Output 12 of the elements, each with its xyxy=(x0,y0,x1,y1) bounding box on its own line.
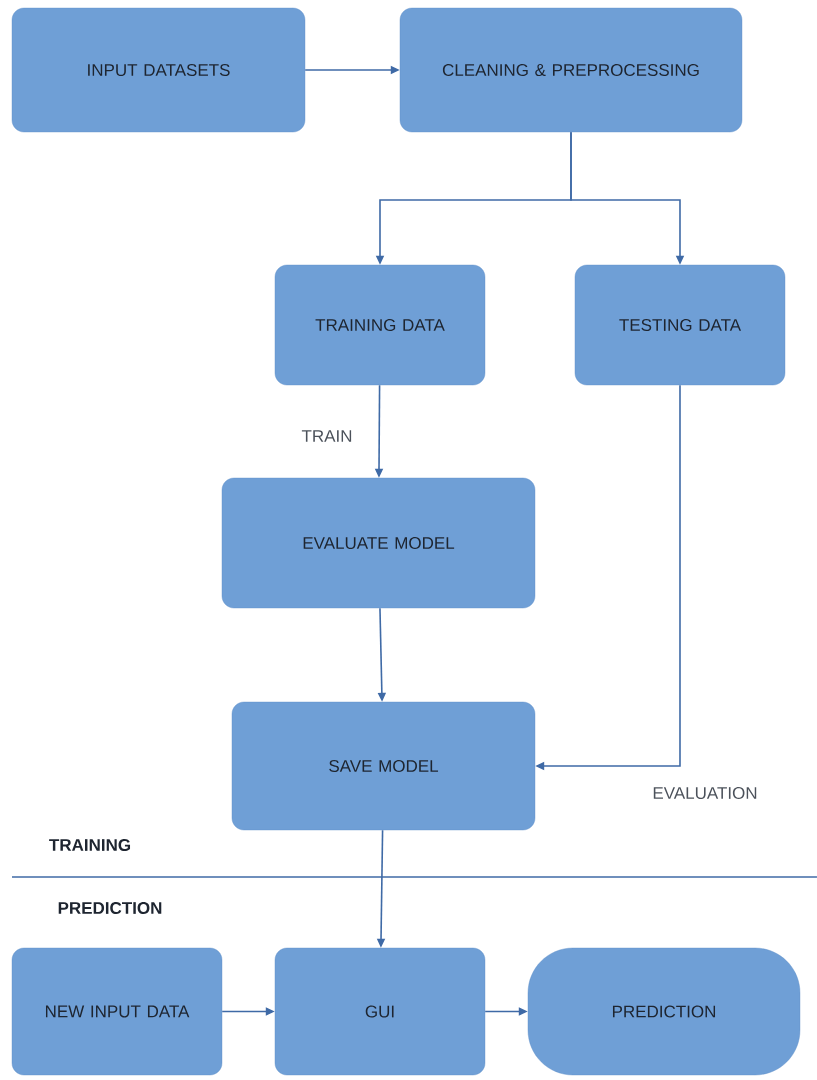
edge-label: TRAIN xyxy=(299,428,355,444)
process-box: INPUT DATASETS xyxy=(11,7,306,133)
process-box: EVALUATE MODEL xyxy=(221,477,536,609)
process-box: GUI xyxy=(274,947,486,1076)
process-box: TRAINING DATA xyxy=(274,264,486,386)
process-box: CLEANING & PREPROCESSING xyxy=(399,7,743,133)
process-box: SAVE MODEL xyxy=(231,701,536,831)
process-box: TESTING DATA xyxy=(574,264,786,386)
process-box: NEW INPUT DATA xyxy=(11,947,223,1076)
section-label: TRAINING xyxy=(49,839,130,852)
edge-label: EVALUATION xyxy=(650,785,760,801)
section-label: PREDICTION xyxy=(58,902,162,915)
